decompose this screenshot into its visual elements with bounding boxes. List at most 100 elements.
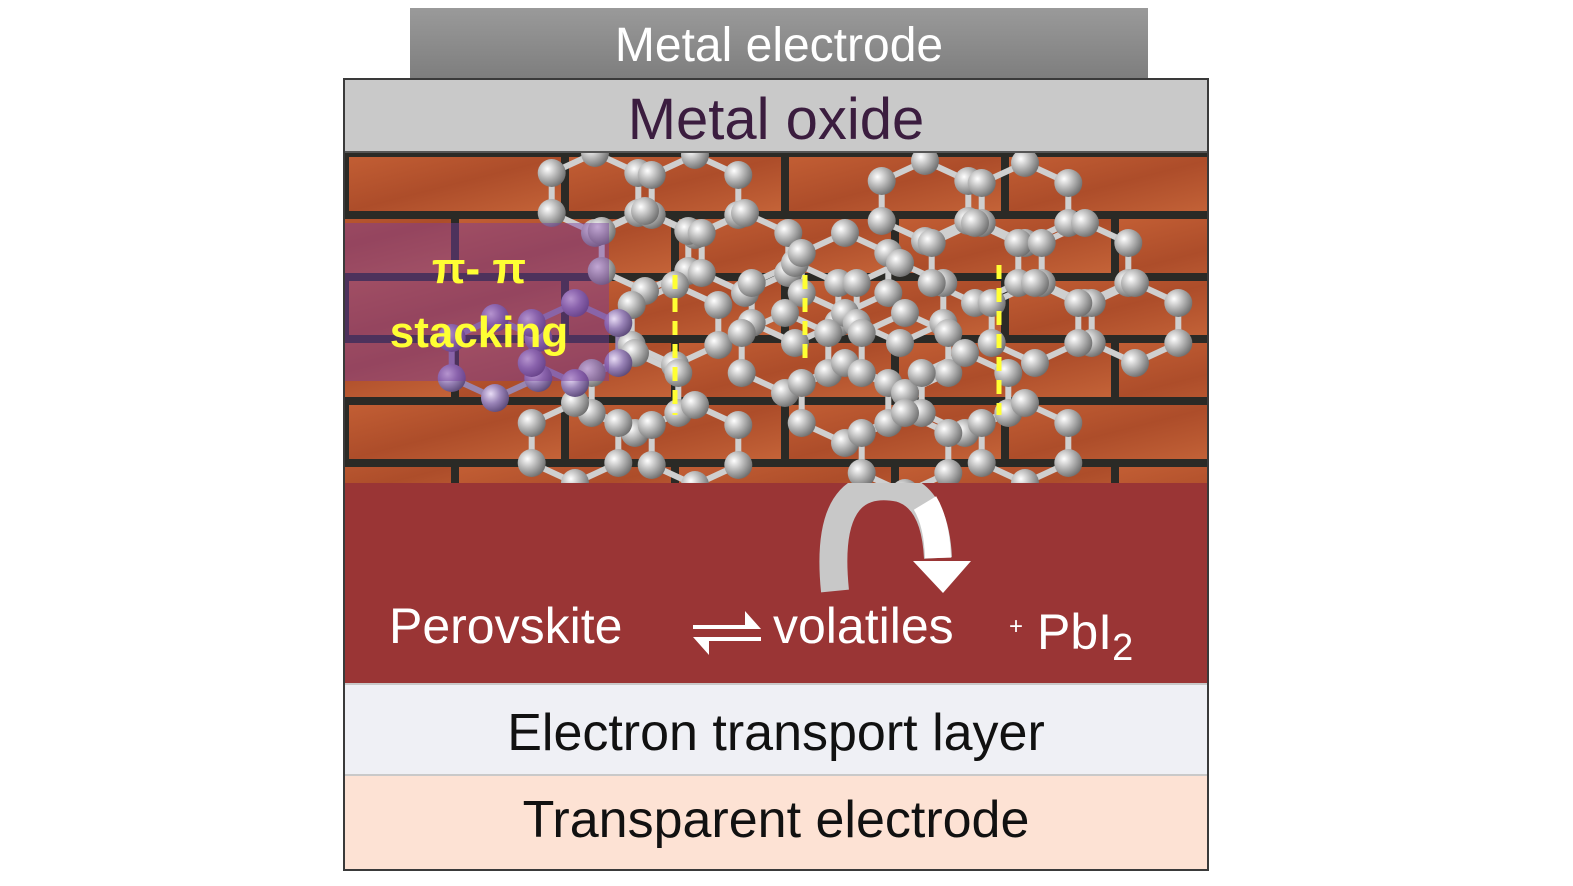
equilibrium-arrow-icon <box>693 611 761 655</box>
atom <box>727 319 756 347</box>
atom <box>1114 229 1143 257</box>
stacking-dashed-lines <box>672 265 1002 415</box>
atom <box>1011 153 1039 177</box>
atom <box>1071 209 1099 237</box>
atom <box>907 359 936 387</box>
atom <box>1011 389 1039 417</box>
atom <box>842 269 871 297</box>
plus-sign: + <box>1009 613 1024 640</box>
atom <box>731 199 759 227</box>
atom <box>886 249 914 277</box>
atom <box>917 269 946 297</box>
atom <box>1021 269 1049 297</box>
atom <box>891 399 919 427</box>
atom <box>934 359 963 387</box>
atom <box>537 159 566 187</box>
atom <box>517 409 546 437</box>
atom <box>771 299 799 327</box>
atom <box>561 389 589 417</box>
atom <box>814 319 843 347</box>
atom <box>787 369 816 397</box>
molecule-atoms <box>437 153 1193 483</box>
brick <box>345 219 451 273</box>
atom <box>1064 329 1093 357</box>
brick <box>345 467 451 483</box>
device-layers: Metal oxide <box>343 78 1209 871</box>
pbi2-text: PbI2 <box>1037 603 1133 670</box>
pi-stacking-label: π- π stacking <box>349 237 609 365</box>
atom <box>934 459 963 483</box>
atom <box>631 197 659 225</box>
atom <box>561 369 589 397</box>
atom <box>1054 449 1083 477</box>
electron-transport-layer: Electron transport layer <box>345 683 1207 776</box>
atom <box>934 419 963 447</box>
atom <box>517 449 546 477</box>
atom <box>1064 289 1093 317</box>
metal-electrode-layer: Metal electrode <box>410 8 1148 78</box>
atom <box>874 279 903 307</box>
atom <box>681 153 709 169</box>
atom <box>664 359 693 387</box>
atom <box>1027 229 1056 257</box>
atom <box>704 331 733 359</box>
atom <box>637 411 666 439</box>
atom <box>517 309 546 337</box>
atom <box>774 219 803 247</box>
metal-oxide-label: Metal oxide <box>627 87 925 152</box>
atom <box>1054 169 1083 197</box>
atom <box>847 319 876 347</box>
volatiles-text: volatiles <box>773 598 954 654</box>
brick <box>349 157 561 211</box>
atom <box>967 169 996 197</box>
atom <box>637 451 666 479</box>
atom <box>687 219 716 247</box>
pbi-text: PbI <box>1037 604 1113 660</box>
atom <box>681 471 709 483</box>
atom <box>847 459 876 483</box>
atom <box>867 207 896 235</box>
atom <box>911 153 939 175</box>
atom <box>724 161 753 189</box>
pi-stacking-highlight: π- π stacking <box>345 223 609 381</box>
reaction-equation: Perovskite volatiles + PbI2 <box>345 593 1207 673</box>
brick <box>1119 467 1207 483</box>
metal-oxide-layer: Metal oxide <box>345 80 1207 153</box>
atom <box>1121 269 1149 297</box>
atom <box>604 409 633 437</box>
atom <box>831 219 859 247</box>
atom <box>704 291 733 319</box>
atom <box>537 199 566 227</box>
atom <box>561 289 589 317</box>
brick <box>459 219 671 273</box>
brick <box>345 343 451 397</box>
brick-wall <box>345 153 1207 483</box>
transparent-electrode-layer: Transparent electrode <box>345 776 1207 869</box>
atom <box>781 329 809 357</box>
atom <box>1021 349 1049 377</box>
atom <box>917 229 946 257</box>
atom <box>604 309 633 337</box>
atom <box>517 349 546 377</box>
atom <box>1054 409 1083 437</box>
atom <box>967 409 996 437</box>
atom <box>934 319 963 347</box>
atom <box>1121 349 1149 377</box>
brick <box>1009 405 1207 459</box>
atom <box>604 349 633 377</box>
atom <box>437 324 466 352</box>
atom <box>724 411 753 439</box>
stacking-text: stacking <box>389 308 569 357</box>
atom <box>587 257 616 285</box>
atom <box>481 304 509 332</box>
perovskite-layer: Perovskite volatiles + PbI2 <box>345 483 1207 683</box>
brick-wall-layer: π- π stacking <box>345 153 1207 483</box>
atom <box>886 329 914 357</box>
atom <box>637 161 666 189</box>
atom <box>681 391 709 419</box>
atom <box>847 419 876 447</box>
atom <box>895 479 915 483</box>
atom <box>787 279 816 307</box>
atom <box>727 359 756 387</box>
